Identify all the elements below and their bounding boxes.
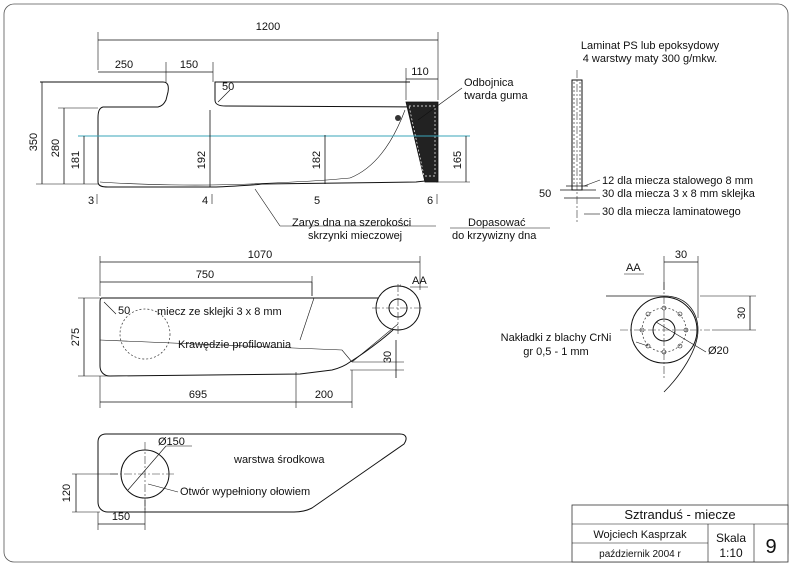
fender-label-2: twarda guma xyxy=(464,90,528,102)
fit-label-1: Dopasować xyxy=(468,217,526,229)
scale-value: 1:10 xyxy=(719,546,743,560)
drawing-title: Sztranduś - miecze xyxy=(624,507,735,522)
board-dim-r50: 50 xyxy=(118,305,130,317)
pivot-hole xyxy=(395,115,401,121)
board-dim-275: 275 xyxy=(70,328,82,346)
scale-label: Skala xyxy=(716,531,746,545)
hull-bottom-fit-line xyxy=(349,109,406,179)
section-note-3: 30 dla miecza laminatowego xyxy=(602,206,741,218)
laminate-label-1: Laminat PS lub epoksydowy xyxy=(581,40,720,52)
middle-layer-label: warstwa środkowa xyxy=(233,454,325,466)
fender-hatch xyxy=(408,105,436,177)
board-dim-200: 200 xyxy=(315,389,333,401)
profile-edge-line xyxy=(99,339,353,363)
plates-label-2: gr 0,5 - 1 mm xyxy=(523,346,588,358)
dim-r50: 50 xyxy=(222,81,234,93)
dim-165: 165 xyxy=(452,151,464,169)
dim-250: 250 xyxy=(115,59,133,71)
rudder-outline xyxy=(40,81,437,188)
station-4: 4 xyxy=(202,195,208,207)
dim-150: 150 xyxy=(180,59,198,71)
rudder-side-view: 1200 250 150 50 110 350 280 181 192 182 … xyxy=(28,21,550,242)
section-note-1: 12 dla miecza stalowego 8 mm xyxy=(602,175,753,187)
detail-dim-dia20: Ø20 xyxy=(708,345,729,357)
dim-192: 192 xyxy=(196,151,208,169)
section-note-2: 30 dla miecza 3 x 8 mm sklejka xyxy=(602,188,756,200)
detail-aa: AA 30 30 Ø20 N xyxy=(501,249,756,393)
dim-110: 110 xyxy=(411,66,429,78)
fit-label-2: do krzywizny dna xyxy=(452,230,537,242)
detail-dim-30-top: 30 xyxy=(675,249,687,261)
board-view: 1070 750 AA 275 50 miecz ze sklejki 3 x … xyxy=(70,249,428,408)
station-3: 3 xyxy=(88,195,94,207)
middle-dim-120: 120 xyxy=(61,484,73,502)
section-view: Laminat PS lub epoksydowy 4 warstwy maty… xyxy=(539,40,756,222)
laminate-label-2: 4 warstwy maty 300 g/mkw. xyxy=(583,53,718,65)
dim-280: 280 xyxy=(50,139,62,157)
detail-aa-mark: AA xyxy=(626,262,641,274)
dim-1200: 1200 xyxy=(256,21,280,33)
lead-hole-label: Otwór wypełniony ołowiem xyxy=(180,486,310,498)
fender-label-1: Odbojnica xyxy=(464,77,514,89)
drawing-date: październik 2004 r xyxy=(599,549,681,560)
board-dim-30: 30 xyxy=(382,351,394,363)
middle-layer-view: Ø150 warstwa środkowa Otwór wypełniony o… xyxy=(61,433,407,530)
board-dim-695: 695 xyxy=(189,389,207,401)
board-outline xyxy=(99,284,403,377)
dim-182: 182 xyxy=(311,151,323,169)
station-6: 6 xyxy=(427,195,433,207)
plate-top-edge xyxy=(606,295,699,331)
middle-dim-dia150: Ø150 xyxy=(158,436,185,448)
author-name: Wojciech Kasprzak xyxy=(593,529,687,541)
dim-181: 181 xyxy=(70,151,82,169)
section-dim-50: 50 xyxy=(539,188,551,200)
title-block: Sztranduś - miecze Wojciech Kasprzak paź… xyxy=(571,504,789,563)
sheet-number: 9 xyxy=(765,536,776,558)
ballast-hole-dashed xyxy=(119,308,171,360)
section-mark-aa: AA xyxy=(412,275,427,287)
rudder-inner-contour xyxy=(99,177,351,186)
plates-label-1: Nakładki z blachy CrNi xyxy=(501,332,612,344)
hull-outline-label-1: Zarys dna na szerokości xyxy=(292,217,411,229)
detail-dim-30-side: 30 xyxy=(736,307,748,319)
middle-dim-150: 150 xyxy=(112,511,130,523)
plywood-label: miecz ze sklejki 3 x 8 mm xyxy=(157,306,282,318)
board-dim-750: 750 xyxy=(196,269,214,281)
plate-bottom-edge xyxy=(663,329,699,393)
dim-350: 350 xyxy=(28,133,40,151)
board-dim-1070: 1070 xyxy=(248,249,272,261)
sheet-frame xyxy=(3,3,789,563)
hull-outline-label-2: skrzynki mieczowej xyxy=(308,230,402,242)
middle-layer-outline xyxy=(97,433,407,513)
station-5: 5 xyxy=(314,195,320,207)
edges-label: Krawędzie profilowania xyxy=(178,339,292,351)
